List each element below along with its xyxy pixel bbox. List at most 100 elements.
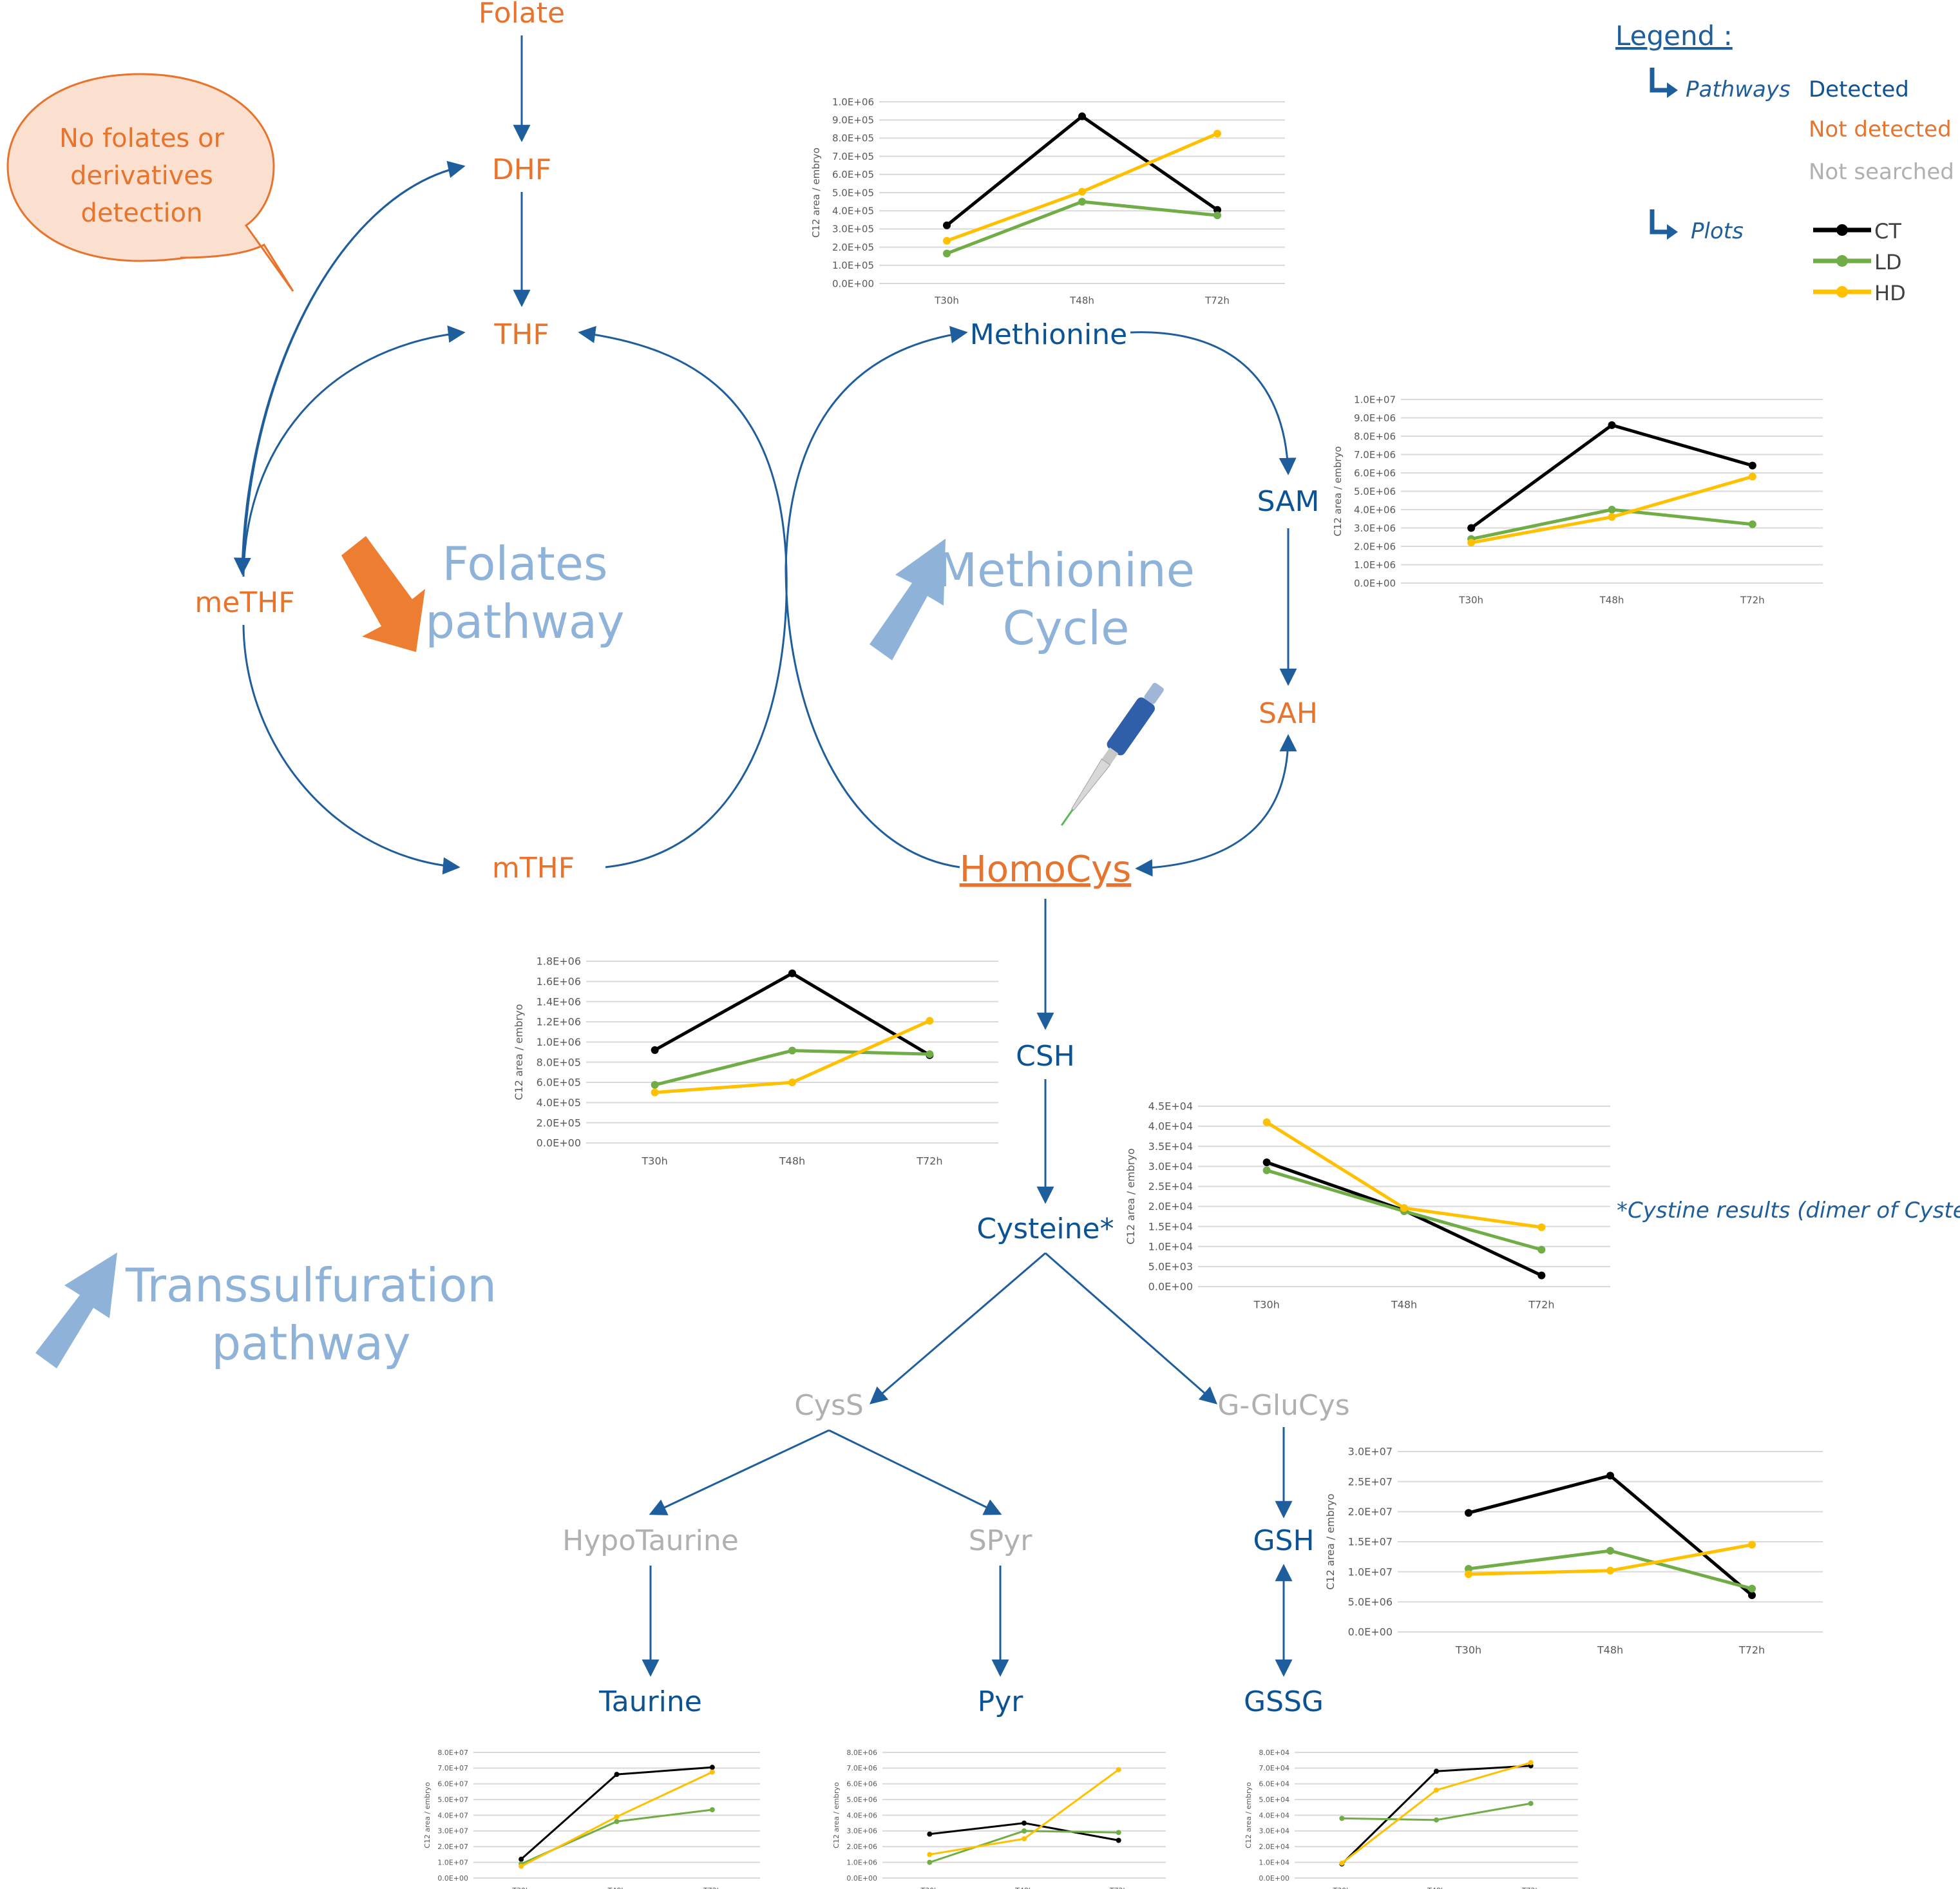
x-tick-label: T30h — [1455, 1644, 1481, 1656]
data-point-ct — [614, 1772, 620, 1778]
data-point-ld — [1537, 1245, 1546, 1254]
y-tick-label: 5.0E+04 — [1259, 1796, 1289, 1804]
data-point-ct — [1748, 1591, 1756, 1600]
x-tick-label: T48h — [1014, 1886, 1033, 1889]
series-line-hd — [1341, 1761, 1532, 1865]
legend-not-detected: Not detected — [1809, 117, 1952, 142]
legend-pathways: Pathways — [1686, 77, 1791, 102]
data-point-hd — [1213, 129, 1221, 138]
y-tick-label: 0.0E+00 — [846, 1874, 877, 1883]
x-tick-label: T72h — [1204, 295, 1230, 307]
legend-hd: HD — [1874, 281, 1906, 305]
data-point-hd — [1022, 1836, 1027, 1842]
y-tick-label: 6.0E+05 — [832, 169, 874, 180]
node-gsh: GSH — [1253, 1524, 1314, 1557]
x-tick-label: T30h — [920, 1886, 938, 1889]
data-point-ld — [1116, 1830, 1121, 1836]
transsulfuration-label: Transsulfuration pathway — [35, 1252, 497, 1370]
data-point-ld — [927, 1859, 933, 1865]
y-tick-label: 1.0E+05 — [832, 260, 874, 271]
x-tick-label: T72h — [703, 1886, 721, 1889]
y-tick-label: 1.0E+04 — [1259, 1858, 1289, 1866]
data-point-hd — [927, 1852, 933, 1857]
y-tick-label: 0.0E+00 — [437, 1874, 468, 1883]
node-spyr: SPyr — [969, 1524, 1033, 1557]
y-axis-label: C12 area / embryo — [1332, 446, 1344, 537]
chart-pyr: 0.0E+001.0E+062.0E+063.0E+064.0E+065.0E+… — [832, 1749, 1166, 1889]
x-tick-label: T72h — [1528, 1299, 1554, 1311]
x-tick-label: T48h — [1599, 595, 1624, 606]
y-tick-label: 4.5E+04 — [1148, 1100, 1193, 1113]
data-point-ct — [519, 1856, 524, 1862]
node-cysteine: Cysteine* — [976, 1213, 1114, 1245]
y-tick-label: 1.0E+07 — [1348, 1566, 1393, 1578]
y-tick-label: 8.0E+05 — [832, 133, 874, 144]
x-tick-label: T30h — [1253, 1299, 1280, 1311]
data-point-ct — [1748, 461, 1756, 470]
methionine-label-line2: Cycle — [1003, 601, 1130, 655]
y-tick-label: 3.0E+07 — [437, 1827, 468, 1836]
y-tick-label: 4.0E+07 — [437, 1811, 468, 1819]
y-tick-label: 8.0E+06 — [1354, 430, 1396, 442]
arrow-sah-homocys — [1135, 734, 1297, 877]
y-tick-label: 4.0E+05 — [832, 205, 874, 216]
data-point-ld — [1262, 1166, 1271, 1175]
callout-line-1: No folates or — [59, 124, 225, 153]
series-line-ct — [946, 114, 1219, 227]
decrease-arrow-icon — [341, 536, 425, 652]
callout-bubble — [6, 73, 294, 292]
node-csh: CSH — [1016, 1040, 1075, 1073]
data-point-ld — [788, 1046, 796, 1055]
data-point-ld — [1465, 1565, 1472, 1573]
arrow-cyss-spyr — [828, 1429, 1002, 1515]
y-axis-label: C12 area / embryo — [423, 1782, 432, 1848]
legend: Legend : Pathways Detected Not detected … — [1615, 20, 1954, 305]
y-tick-label: 1.0E+06 — [1354, 559, 1396, 571]
data-point-hd — [1748, 472, 1756, 481]
metabolite-nodes: Folate DHF THF meTHF mTHF Methionine SAM… — [195, 0, 1349, 1718]
y-tick-label: 6.0E+04 — [1259, 1780, 1289, 1788]
y-tick-label: 1.5E+07 — [1348, 1536, 1393, 1548]
y-tick-label: 8.0E+06 — [846, 1749, 877, 1757]
chart-cysteine: 0.0E+005.0E+031.0E+041.5E+042.0E+042.5E+… — [1125, 1100, 1610, 1311]
data-point-ld — [943, 249, 951, 258]
arrow-methf-dhf — [242, 160, 466, 577]
chart-taurine: 0.0E+001.0E+072.0E+073.0E+074.0E+075.0E+… — [423, 1749, 760, 1889]
increase-arrow-icon — [35, 1252, 117, 1368]
data-point-ct — [1465, 1509, 1472, 1517]
y-tick-label: 0.0E+00 — [1348, 1626, 1393, 1638]
data-point-ld — [1434, 1817, 1439, 1823]
data-point-hd — [1465, 1570, 1472, 1578]
trans-label-line1: Transsulfuration — [125, 1258, 497, 1312]
arrow-methionine-sam — [1130, 331, 1297, 475]
data-point-hd — [1606, 1566, 1614, 1575]
y-tick-label: 1.2E+06 — [537, 1016, 581, 1028]
series-line-ct — [654, 971, 931, 1057]
y-tick-label: 9.0E+06 — [1354, 412, 1396, 424]
data-point-hd — [1434, 1787, 1439, 1793]
chart-gssg: 0.0E+001.0E+042.0E+043.0E+044.0E+045.0E+… — [1244, 1749, 1578, 1889]
x-tick-label: T30h — [1332, 1886, 1351, 1889]
y-tick-label: 1.0E+06 — [537, 1036, 581, 1048]
y-tick-label: 2.0E+05 — [832, 242, 874, 253]
y-tick-label: 1.0E+07 — [1354, 394, 1396, 405]
arrow-cyss-hypotaurine — [649, 1429, 830, 1515]
chart-csh: 0.0E+002.0E+054.0E+056.0E+058.0E+051.0E+… — [513, 955, 998, 1167]
y-axis-label: C12 area / embryo — [513, 1004, 525, 1100]
increase-arrow-icon — [870, 539, 946, 660]
y-tick-label: 5.0E+06 — [1354, 486, 1396, 497]
node-methf: meTHF — [195, 586, 294, 619]
y-tick-label: 2.5E+07 — [1348, 1475, 1393, 1488]
data-point-ct — [1608, 421, 1616, 429]
pathways-legend-icon — [1650, 68, 1668, 93]
data-point-ld — [1339, 1816, 1345, 1821]
y-tick-label: 5.0E+03 — [1148, 1260, 1193, 1272]
data-point-hd — [1528, 1760, 1534, 1765]
y-tick-label: 0.0E+00 — [537, 1137, 581, 1149]
y-axis-label: C12 area / embryo — [1125, 1148, 1137, 1244]
data-point-hd — [943, 236, 951, 245]
data-point-ld — [1528, 1801, 1534, 1807]
data-point-ld — [709, 1807, 715, 1812]
data-point-ld — [1608, 506, 1616, 513]
